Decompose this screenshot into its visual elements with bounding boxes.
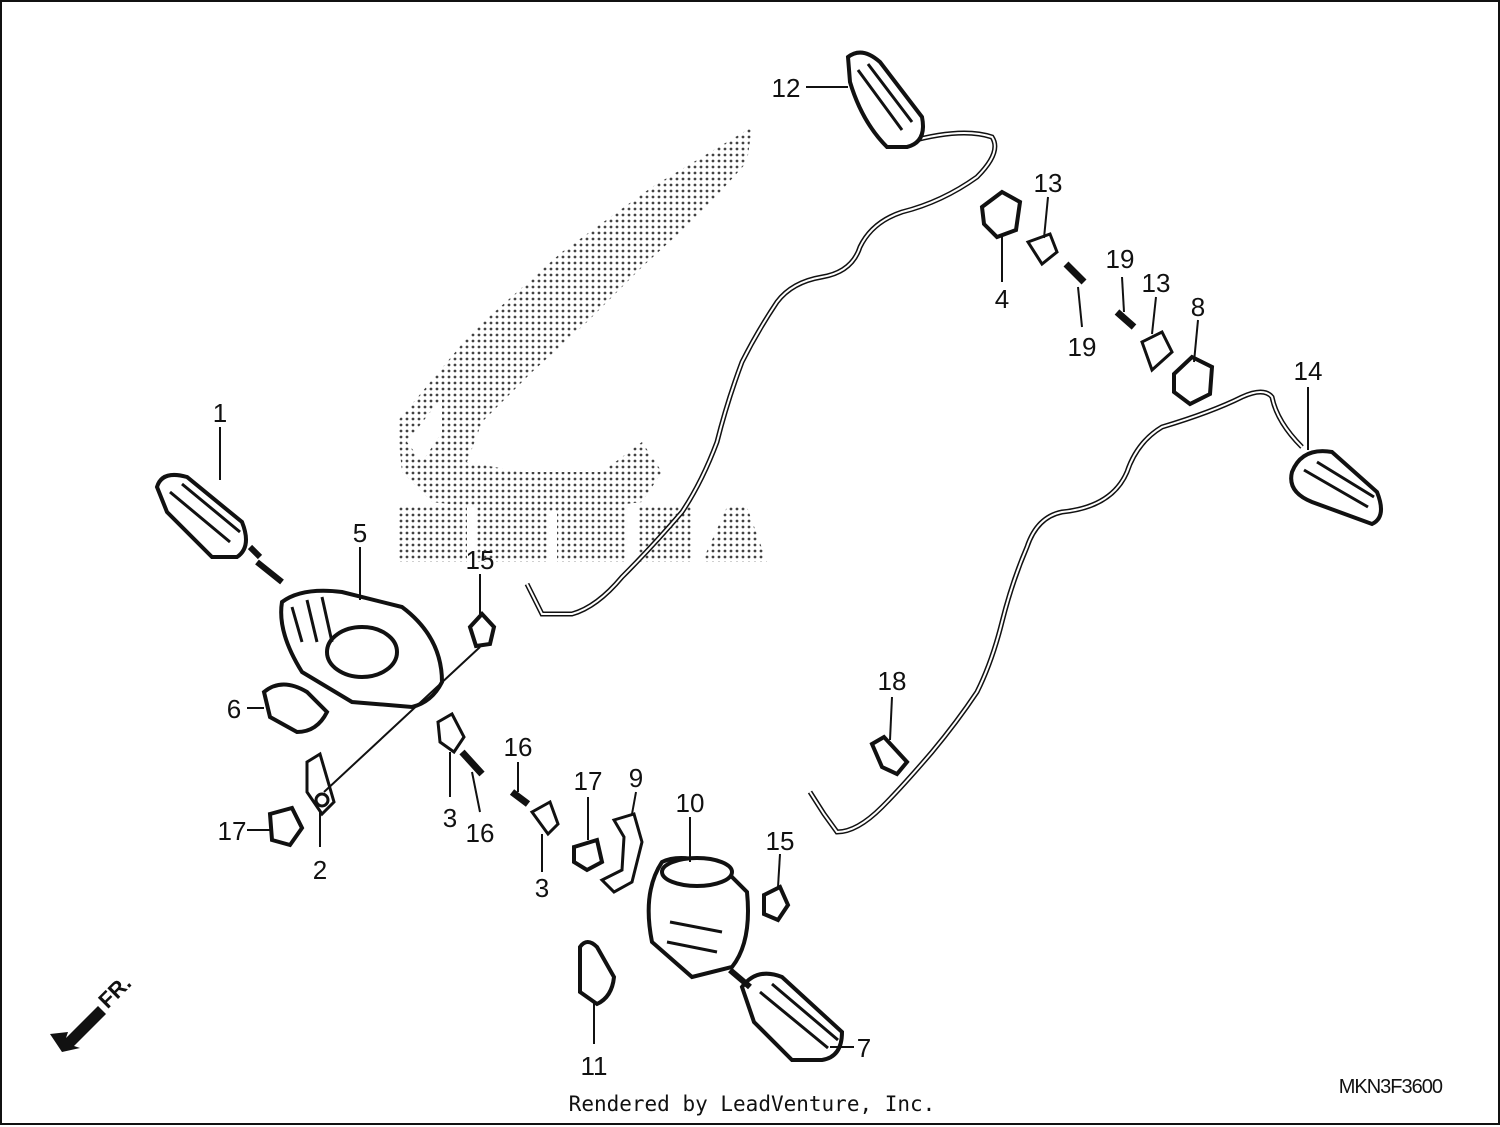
callout-19-upper: 19	[1106, 244, 1135, 274]
callout-2: 2	[313, 855, 327, 885]
part-18-clip[interactable]	[869, 734, 910, 777]
callout-15-left: 15	[466, 545, 495, 575]
part-2-stay-plate[interactable]	[305, 751, 336, 817]
callout-12: 12	[772, 73, 801, 103]
callout-17-left: 17	[218, 816, 247, 846]
part-3-clip-left[interactable]	[436, 711, 466, 755]
part-9-bracket[interactable]	[599, 812, 644, 894]
callout-10: 10	[676, 788, 705, 818]
callout-1: 1	[213, 398, 227, 428]
callout-3-left: 3	[443, 803, 457, 833]
part-16-screw-right[interactable]	[509, 789, 531, 807]
callout-13-lower: 13	[1142, 268, 1171, 298]
callout-6: 6	[227, 694, 241, 724]
diagram-code: MKN3F3600	[1338, 1076, 1443, 1098]
callout-11: 11	[581, 1051, 608, 1081]
callout-14: 14	[1294, 356, 1323, 386]
honda-wing-logo	[397, 127, 767, 562]
credit-text: Rendered by LeadVenture, Inc.	[568, 1092, 936, 1116]
callout-15-right: 15	[766, 826, 795, 856]
part-16-screw-left[interactable]	[459, 749, 485, 777]
part-3-clip-right[interactable]	[529, 799, 560, 837]
callout-16-right: 16	[504, 732, 533, 762]
part-7-turn-signal[interactable]	[728, 967, 845, 1062]
direction-label: FR.	[93, 970, 136, 1013]
part-19-bolt-lower[interactable]	[1114, 309, 1137, 330]
part-12-turn-signal[interactable]	[845, 50, 925, 149]
callout-17-right: 17	[574, 766, 603, 796]
leader-lines	[219, 86, 1309, 1048]
callout-9: 9	[629, 763, 643, 793]
part-11-clamp[interactable]	[578, 940, 617, 1007]
callout-19-lower: 19	[1068, 332, 1097, 362]
part-1-turn-signal[interactable]	[154, 473, 284, 585]
callout-7: 7	[857, 1033, 871, 1063]
front-direction-arrow: FR.	[50, 970, 136, 1052]
part-13-collar-lower[interactable]	[1140, 329, 1174, 373]
part-17-nut-left[interactable]	[267, 805, 305, 848]
honda-wordmark	[397, 507, 767, 562]
part-4-grommet[interactable]	[979, 189, 1023, 240]
part-17-nut-right[interactable]	[572, 837, 605, 873]
callout-18: 18	[878, 666, 907, 696]
callout-16-left: 16	[466, 818, 495, 848]
part-14-turn-signal[interactable]	[1289, 449, 1383, 527]
callout-5: 5	[353, 518, 367, 548]
part-13-collar-upper[interactable]	[1025, 232, 1059, 267]
callout-13-upper: 13	[1034, 168, 1063, 198]
callout-3-right: 3	[535, 873, 549, 903]
part-15-nut-right[interactable]	[762, 884, 791, 923]
part-6-grommet[interactable]	[261, 682, 330, 735]
callout-8: 8	[1191, 292, 1205, 322]
part-10-signal-stay[interactable]	[646, 856, 750, 980]
part-8-grommet[interactable]	[1172, 354, 1215, 407]
part-15-nut-left[interactable]	[467, 611, 497, 649]
callout-4: 4	[995, 284, 1009, 314]
part-19-bolt-upper[interactable]	[1063, 261, 1087, 285]
